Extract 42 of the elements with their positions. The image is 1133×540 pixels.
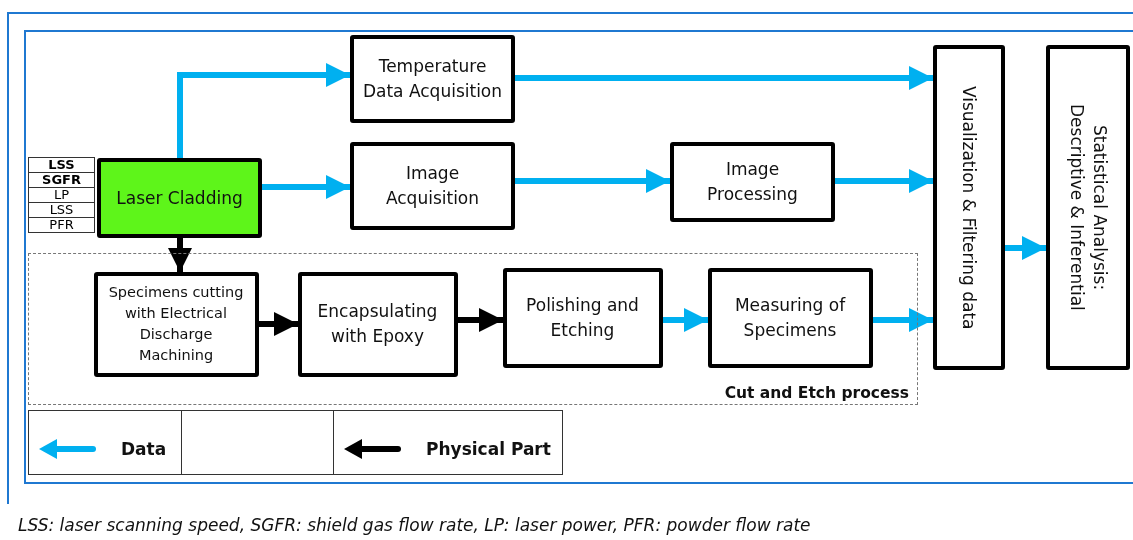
arrow <box>515 66 933 90</box>
process-box <box>97 158 262 238</box>
arrow <box>873 308 933 332</box>
process-box <box>933 45 1005 370</box>
arrow <box>262 175 350 199</box>
box-label: Laser Cladding <box>116 186 243 210</box>
dashed-group-box <box>28 253 918 405</box>
process-box <box>350 142 515 230</box>
arrow <box>663 308 708 332</box>
arrow <box>1005 236 1046 260</box>
box-label: Specimens cutting with Electrical Discharge Machining <box>107 282 245 365</box>
process-box <box>297 271 458 377</box>
arrow <box>177 63 350 158</box>
process-box <box>502 267 663 368</box>
process-box <box>1046 45 1130 370</box>
arrow <box>259 312 298 336</box>
box-label: Visualization & Filtering data <box>958 85 981 330</box>
process-box <box>350 35 515 123</box>
parameter-cell: LP <box>28 187 95 203</box>
box-label: Measuring of Specimens <box>733 293 847 342</box>
box-label: Encapsulating with Epoxy <box>316 300 439 348</box>
parameter-cell: SGFR <box>28 172 95 188</box>
box-label: Temperature Data Acquisition <box>361 55 504 103</box>
process-box <box>707 267 873 368</box>
legend-label: Data <box>121 438 167 459</box>
box-label: Image Processing <box>706 158 799 206</box>
parameter-cell: LSS <box>28 202 95 218</box>
box-label: Descriptive & Inferential <box>1066 104 1088 311</box>
legend-label: Physical Part <box>426 438 551 459</box>
process-box <box>670 142 835 222</box>
arrow <box>168 238 192 272</box>
arrow <box>515 169 670 193</box>
parameter-cell: LSS <box>28 157 95 173</box>
arrow <box>835 169 933 193</box>
arrow <box>458 308 503 332</box>
caption: LSS: laser scanning speed, SGFR: shield gas flow rate, LP: laser power, PFR: powder flow rate <box>18 515 811 535</box>
process-box <box>93 271 259 377</box>
box-label: Image Acquisition <box>384 162 481 210</box>
box-label: Polishing and Etching <box>525 293 640 342</box>
box-label: Statistical Analysis: <box>1088 124 1111 291</box>
parameter-cell: PFR <box>28 217 95 233</box>
group-label: Cut and Etch process <box>724 384 909 402</box>
